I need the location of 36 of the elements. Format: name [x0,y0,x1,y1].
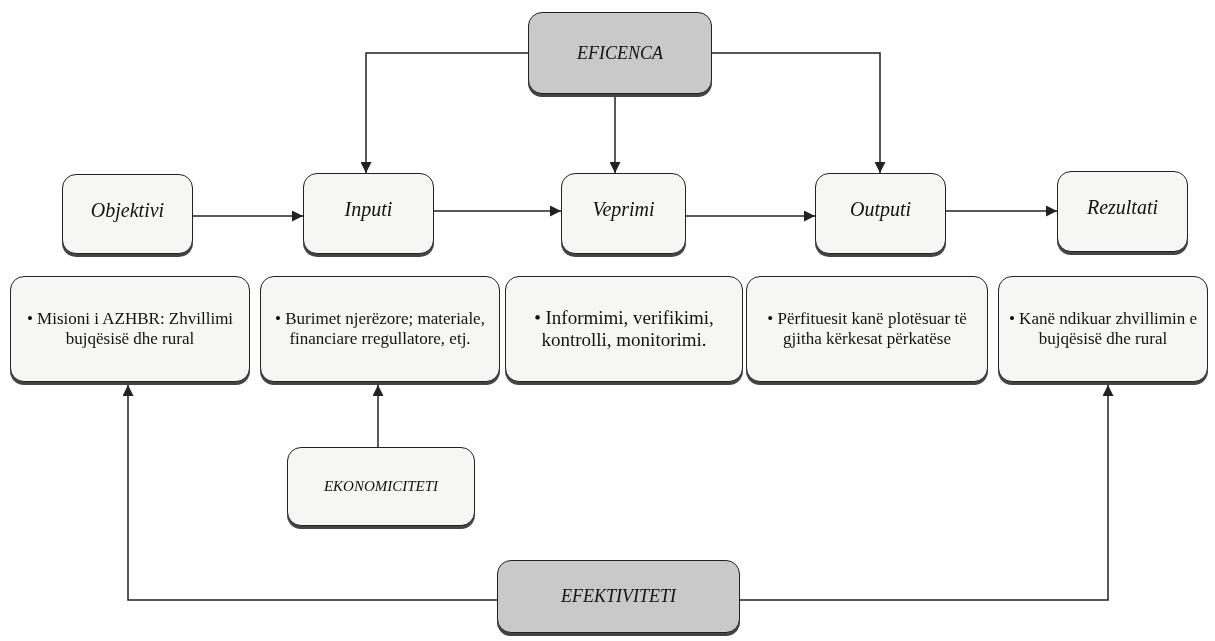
node-label: EFEKTIVITETI [561,586,676,607]
description-box [10,276,250,382]
arrow [685,210,816,222]
stage-box [561,173,686,254]
stage-box [303,173,434,254]
node-label: Veprimi [592,198,655,221]
description-box [260,276,500,382]
arrow [360,52,529,174]
arrow [945,205,1058,217]
description-box [505,276,743,382]
node-label: • Përfituesit kanë plotësuar të gjitha kërkesat përkatëse [766,309,968,349]
node-label: Inputi [344,198,393,221]
arrow [192,210,304,222]
arrow [711,52,886,174]
arrow [739,384,1114,601]
arrow [372,384,384,448]
node-label: • Informimi, verifikimi, kontrolli, monitorimi. [533,307,715,351]
node-label: EKONOMICITETI [323,478,439,495]
node-label: EFICENCA [577,42,663,64]
description-box [746,276,988,382]
stage-box [815,173,946,254]
concept-box [497,560,740,633]
concept-box [287,447,475,526]
node-label: • Kanë ndikuar zhvillimin e bujqësisë dhe rural [1007,309,1199,349]
node-label: Rezultati [1086,196,1159,219]
node-label: • Misioni i AZHBR: Zhvillimi bujqësisë dhe rural [25,309,235,349]
stage-box [1057,171,1188,252]
description-box [998,276,1208,382]
node-label: Objektivi [90,199,165,222]
concept-box [528,12,712,94]
stage-box [62,174,193,254]
node-label: • Burimet njerëzore; materiale, financiare rregullatore, etj. [274,309,486,349]
arrow [609,96,621,174]
arrow [433,205,562,217]
arrow [122,384,498,601]
node-label: Outputi [849,198,912,221]
